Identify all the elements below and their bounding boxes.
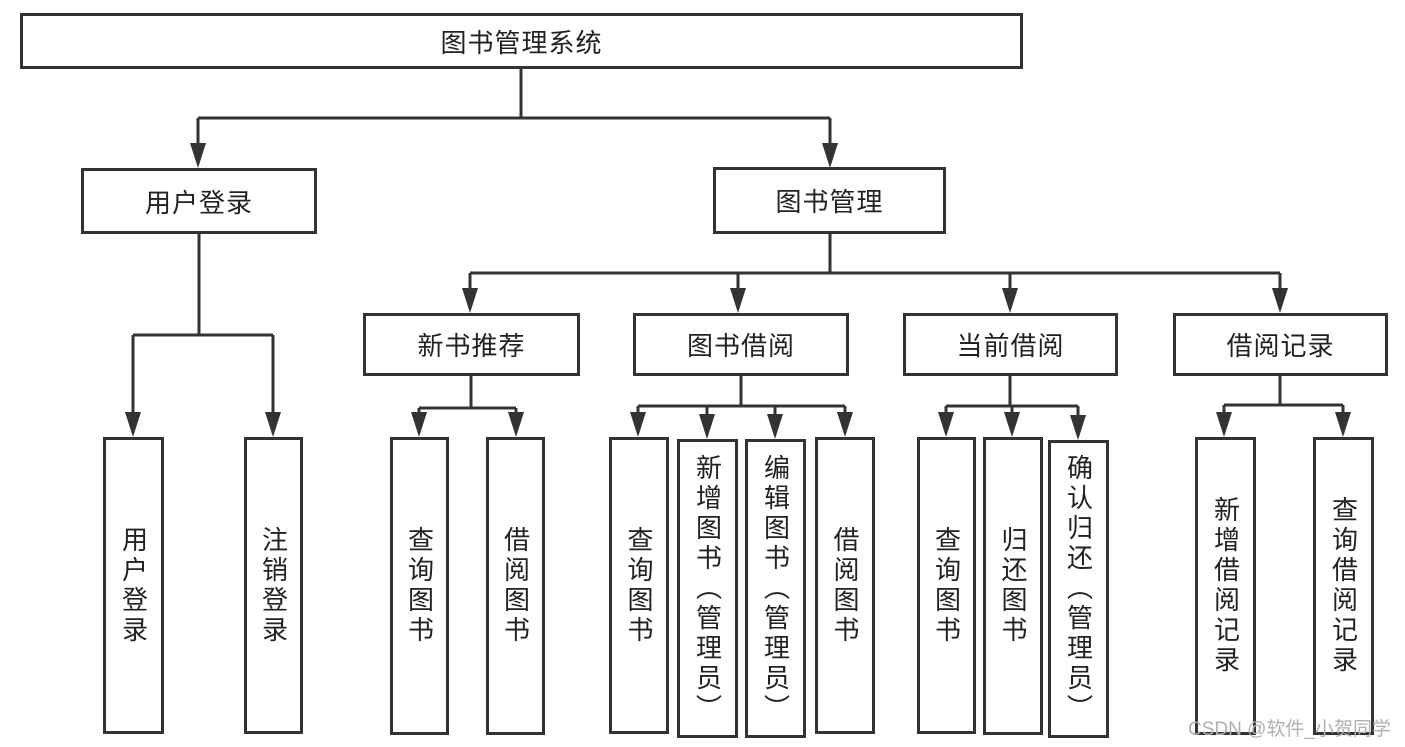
node-book-management-label: 图书管理 [775, 187, 884, 217]
node-library-system: 图书管理系统 [20, 13, 1023, 69]
node-library-system-label: 图书管理系统 [440, 27, 603, 58]
csdn-watermark: CSDN @软件_小贺同学 [1188, 719, 1391, 740]
node-book-borrowing: 图书借阅 [633, 313, 849, 376]
leaf-query-books-2-label: 查询图书 [624, 525, 654, 646]
leaf-return-books: 归还图书 [983, 437, 1043, 735]
leaf-query-borrow-record: 查询借阅记录 [1313, 437, 1374, 735]
leaf-query-books-1: 查询图书 [390, 437, 449, 735]
leaf-query-books-2: 查询图书 [609, 437, 669, 734]
leaf-borrow-books-1: 借阅图书 [486, 437, 545, 735]
leaf-confirm-return-admin: 确认归还（管理员） [1048, 440, 1109, 738]
leaf-edit-book-admin-label: 编辑图书（管理员） [760, 453, 791, 724]
node-book-borrowing-label: 图书借阅 [686, 331, 795, 361]
leaf-confirm-return-admin-label: 确认归还（管理员） [1063, 454, 1094, 724]
leaf-add-borrow-record: 新增借阅记录 [1195, 437, 1256, 735]
leaf-return-books-label: 归还图书 [998, 526, 1028, 646]
node-new-book-recommend: 新书推荐 [363, 313, 580, 376]
node-current-borrowing: 当前借阅 [903, 313, 1118, 376]
leaf-query-books-1-label: 查询图书 [404, 526, 435, 646]
tree-edges [131, 68, 1345, 436]
leaf-add-book-admin-label: 新增图书（管理员） [692, 453, 723, 724]
arrowheads [125, 143, 1351, 440]
leaf-query-books-3-label: 查询图书 [931, 525, 962, 646]
leaf-user-login-label: 用户登录 [118, 525, 149, 646]
leaf-edit-book-admin: 编辑图书（管理员） [745, 439, 806, 738]
node-book-management: 图书管理 [713, 167, 946, 234]
node-borrow-records-label: 借阅记录 [1226, 331, 1335, 361]
leaf-user-login: 用户登录 [103, 437, 164, 734]
leaf-query-books-3: 查询图书 [917, 437, 976, 734]
leaf-add-book-admin: 新增图书（管理员） [677, 439, 738, 738]
leaf-borrow-books-2-label: 借阅图书 [830, 525, 860, 646]
leaf-query-borrow-record-label: 查询借阅记录 [1328, 496, 1359, 676]
leaf-add-borrow-record-label: 新增借阅记录 [1210, 496, 1241, 676]
leaf-logout-label: 注销登录 [258, 525, 289, 646]
node-borrow-records: 借阅记录 [1173, 313, 1388, 376]
leaf-logout: 注销登录 [244, 437, 303, 734]
node-user-login: 用户登录 [81, 168, 317, 234]
leaf-borrow-books-1-label: 借阅图书 [500, 526, 531, 646]
node-current-borrowing-label: 当前借阅 [956, 331, 1065, 361]
node-user-login-label: 用户登录 [144, 187, 253, 218]
leaf-borrow-books-2: 借阅图书 [815, 437, 875, 734]
node-new-book-recommend-label: 新书推荐 [417, 331, 526, 361]
